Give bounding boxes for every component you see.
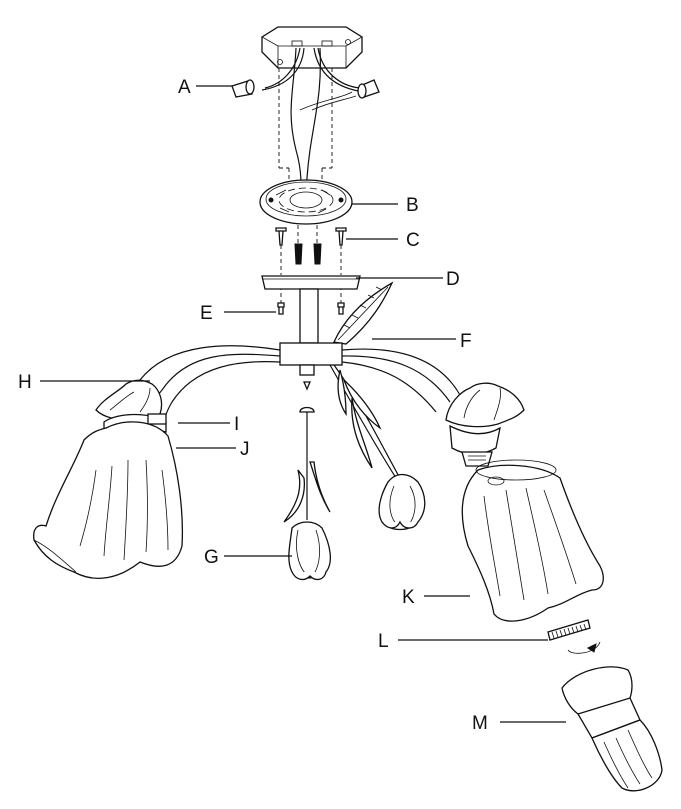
pendant-tulip-g — [288, 521, 332, 581]
canopy — [261, 275, 361, 290]
junction-box — [261, 26, 363, 69]
part-labels: A B C D E F H I J G K L M — [18, 77, 488, 734]
left-glass-shade — [33, 421, 184, 579]
center-body — [279, 342, 343, 376]
wire-connector-right — [357, 79, 380, 99]
decorative-leaf — [333, 281, 394, 345]
label-k: K — [402, 587, 415, 608]
label-g: G — [204, 547, 219, 568]
label-j: J — [240, 439, 250, 460]
label-l: L — [378, 631, 389, 652]
leaf-branch — [329, 364, 403, 483]
label-c: C — [406, 230, 420, 251]
label-m: M — [472, 713, 488, 734]
wire-connector-left — [231, 79, 255, 98]
left-flower-cup — [95, 379, 163, 421]
label-a: A — [178, 77, 191, 98]
mounting-plate — [259, 179, 353, 225]
center-stem — [299, 288, 319, 344]
label-i: I — [234, 414, 239, 435]
label-f: F — [460, 331, 472, 352]
locking-ring — [547, 619, 601, 654]
light-bulb — [561, 666, 663, 792]
label-e: E — [200, 303, 213, 324]
branch-tulip — [378, 473, 426, 531]
right-lamp-holder — [449, 424, 501, 467]
label-b: B — [406, 195, 419, 216]
label-h: H — [18, 372, 32, 393]
fixing-nuts — [277, 302, 345, 315]
right-flower-cup — [445, 382, 525, 428]
label-d: D — [446, 269, 460, 290]
mounting-screws — [275, 227, 347, 265]
hanging-pendant — [283, 381, 331, 523]
leader-lines — [40, 85, 566, 723]
glass-shade-k — [461, 459, 604, 622]
